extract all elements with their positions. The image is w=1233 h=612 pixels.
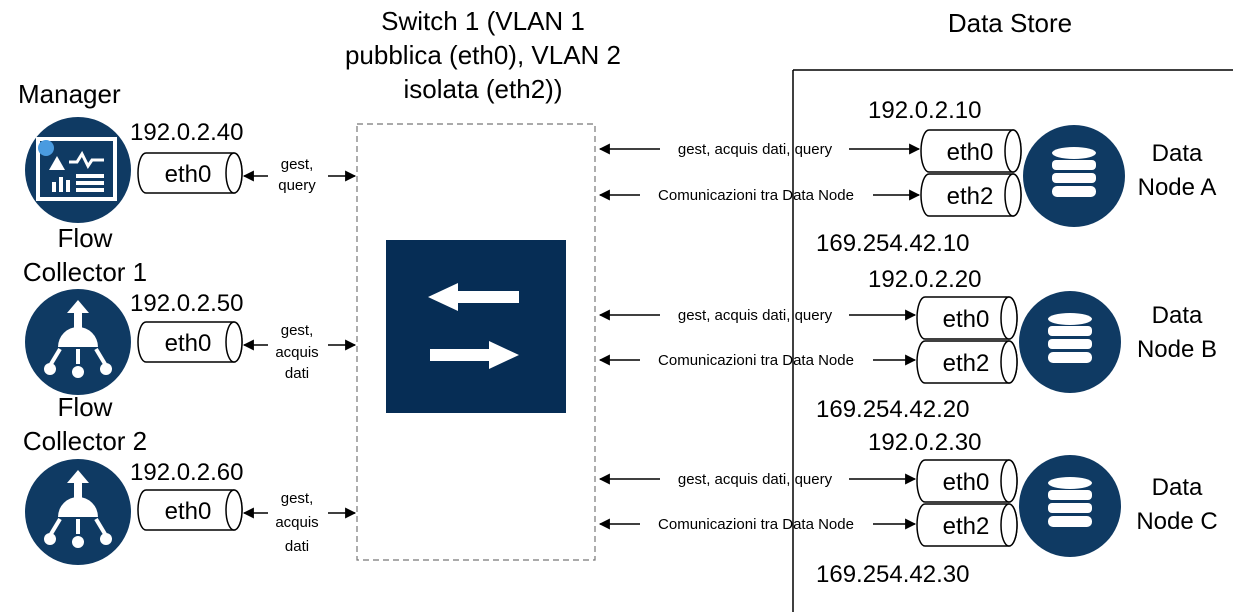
node-b-link-public: gest, acquis dati, query bbox=[678, 307, 833, 324]
switch-arrows-icon bbox=[386, 240, 566, 413]
data-node-c: 192.0.2.30 eth0 eth2 169.254.42.30 gest,… bbox=[598, 429, 1218, 588]
manager-title: Manager bbox=[18, 79, 121, 109]
node-a-name-line-1: Data bbox=[1152, 140, 1203, 167]
data-node-a: 192.0.2.10 eth0 eth2 169.254.42.10 gest,… bbox=[598, 97, 1217, 257]
flow-collector-icon bbox=[25, 459, 131, 565]
manager-eth0-cylinder bbox=[137, 152, 243, 194]
node-c-ip-private: 169.254.42.30 bbox=[816, 561, 969, 588]
collector1-iface: eth0 bbox=[165, 330, 212, 357]
node-a-iface-private: eth2 bbox=[947, 183, 994, 210]
data-node-b: 192.0.2.20 eth0 eth2 169.254.42.20 gest,… bbox=[598, 266, 1217, 423]
manager-ip: 192.0.2.40 bbox=[130, 119, 243, 146]
collector1-title-line-1: Flow bbox=[58, 223, 113, 253]
database-icon bbox=[1019, 455, 1121, 557]
manager-iface: eth0 bbox=[165, 161, 212, 188]
node-b-iface-private: eth2 bbox=[943, 350, 990, 377]
node-c-name-line-1: Data bbox=[1152, 474, 1203, 501]
node-b-name-line-2: Node B bbox=[1137, 336, 1217, 363]
node-c-name-line-2: Node C bbox=[1136, 508, 1217, 535]
switch-title-line-2: pubblica (eth0), VLAN 2 bbox=[345, 40, 621, 70]
collector1-link-line-2: acquis bbox=[275, 344, 318, 361]
collector1-link-line-1: gest, bbox=[281, 322, 314, 339]
node-b-name-line-1: Data bbox=[1152, 302, 1203, 329]
datastore-title: Data Store bbox=[948, 8, 1072, 38]
node-a-iface-public: eth0 bbox=[947, 139, 994, 166]
collector2-title-line-2: Collector 2 bbox=[23, 426, 147, 456]
node-a-ip-public: 192.0.2.10 bbox=[868, 97, 981, 124]
node-b-iface-public: eth0 bbox=[943, 306, 990, 333]
node-b-ip-private: 169.254.42.20 bbox=[816, 396, 969, 423]
node-c-iface-public: eth0 bbox=[943, 469, 990, 496]
collector2-ip: 192.0.2.60 bbox=[130, 459, 243, 486]
collector1-link-line-3: dati bbox=[285, 365, 309, 382]
flow-collector-icon bbox=[25, 289, 131, 395]
node-a-link-public: gest, acquis dati, query bbox=[678, 141, 833, 158]
node-c-iface-private: eth2 bbox=[943, 513, 990, 540]
manager-link-line-1: gest, bbox=[281, 156, 314, 173]
switch-title-line-3: isolata (eth2)) bbox=[404, 74, 563, 104]
node-b-link-private: Comunicazioni tra Data Node bbox=[658, 352, 854, 369]
node-a-link-private: Comunicazioni tra Data Node bbox=[658, 187, 854, 204]
switch-title-line-1: Switch 1 (VLAN 1 bbox=[381, 6, 585, 36]
node-b-ip-public: 192.0.2.20 bbox=[868, 266, 981, 293]
node-a-ip-private: 169.254.42.10 bbox=[816, 230, 969, 257]
collector2-title-line-1: Flow bbox=[58, 392, 113, 422]
collector2-link-line-3: dati bbox=[285, 538, 309, 555]
switch-box bbox=[356, 123, 596, 561]
collector1-ip: 192.0.2.50 bbox=[130, 290, 243, 317]
dashboard-monitor-icon bbox=[25, 117, 131, 223]
node-a-name-line-2: Node A bbox=[1138, 174, 1217, 201]
database-icon bbox=[1019, 291, 1121, 393]
node-c-link-private: Comunicazioni tra Data Node bbox=[658, 516, 854, 533]
collector2-eth0-cylinder bbox=[137, 489, 243, 531]
node-c-ip-public: 192.0.2.30 bbox=[868, 429, 981, 456]
collector1-eth0-cylinder bbox=[137, 321, 243, 363]
collector2-link-line-2: acquis bbox=[275, 514, 318, 531]
collector1-title-line-2: Collector 1 bbox=[23, 257, 147, 287]
database-icon bbox=[1023, 125, 1125, 227]
node-c-link-public: gest, acquis dati, query bbox=[678, 471, 833, 488]
manager-link-line-2: query bbox=[278, 177, 316, 194]
collector2-link-line-1: gest, bbox=[281, 490, 314, 507]
collector2-iface: eth0 bbox=[165, 498, 212, 525]
